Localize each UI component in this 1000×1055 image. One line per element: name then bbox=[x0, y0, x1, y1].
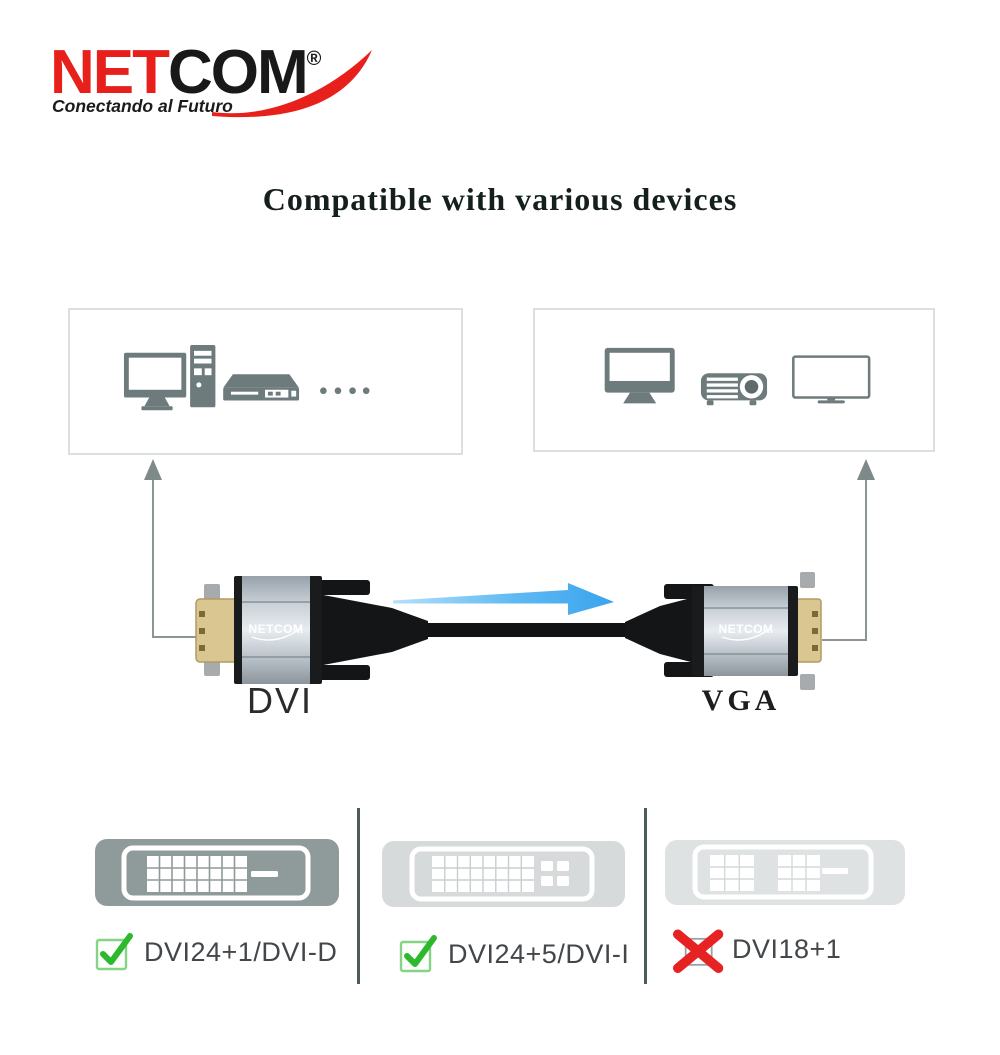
brand-wordmark-net: NET bbox=[50, 38, 170, 107]
arrow-to-source-panel-icon bbox=[144, 459, 197, 638]
svg-text:NETCOM: NETCOM bbox=[719, 622, 774, 636]
divider bbox=[357, 808, 360, 984]
dvd-player-icon bbox=[223, 374, 300, 401]
monitor-icon bbox=[604, 347, 675, 404]
compat-label: DVI18+1 bbox=[732, 933, 842, 964]
arrow-to-display-panel-icon bbox=[822, 459, 875, 641]
compat-item-dvi-18-1: DVI18+1 bbox=[668, 925, 842, 974]
source-devices-panel bbox=[68, 308, 463, 455]
signal-direction-arrow-icon bbox=[393, 583, 614, 615]
check-icon bbox=[399, 935, 437, 973]
brand-wordmark-com: COM bbox=[168, 38, 309, 107]
compat-item-dvi-d: DVI24+1/DVI-D bbox=[92, 928, 337, 976]
netcom-logo: NETCOM® Conectando al Futuro bbox=[50, 28, 380, 123]
connector-diagram-dvi-i bbox=[382, 841, 625, 907]
connector-diagram-dvi-d bbox=[95, 839, 339, 906]
brand-wordmark: NETCOM® bbox=[50, 28, 321, 104]
dvi-connector-brand-logo: NETCOM bbox=[249, 622, 304, 641]
svg-text:NETCOM: NETCOM bbox=[249, 622, 304, 636]
cross-icon bbox=[672, 929, 724, 974]
display-devices-icons bbox=[604, 347, 871, 406]
brand-swoosh-icon bbox=[212, 50, 372, 118]
projector-icon bbox=[700, 373, 768, 406]
compat-label: DVI24+5/DVI-I bbox=[448, 938, 630, 969]
dvi-label: DVI bbox=[246, 680, 313, 721]
connector-diagram-dvi-18-1 bbox=[665, 840, 905, 905]
cable-wire bbox=[355, 623, 675, 637]
brand-tagline: Conectando al Futuro bbox=[52, 96, 233, 116]
vga-connector: NETCOM bbox=[625, 572, 822, 690]
dvi-connector: NETCOM bbox=[195, 576, 428, 684]
desktop-computer-icon bbox=[123, 345, 216, 411]
compatibility-cards bbox=[95, 808, 905, 984]
compat-item-dvi-i: DVI24+5/DVI-I bbox=[396, 930, 629, 978]
source-devices-icons bbox=[123, 345, 370, 411]
check-icon bbox=[95, 933, 133, 971]
vga-connector-brand-logo: NETCOM bbox=[719, 622, 774, 641]
compat-label: DVI24+1/DVI-D bbox=[144, 936, 338, 967]
more-devices-dots-icon bbox=[320, 387, 370, 395]
display-devices-panel bbox=[533, 308, 935, 452]
tv-icon bbox=[792, 355, 871, 404]
registered-trademark: ® bbox=[306, 48, 322, 70]
vga-label: VGA bbox=[701, 684, 781, 717]
page-title: Compatible with various devices bbox=[262, 181, 738, 218]
divider bbox=[644, 808, 647, 984]
cable-scene: NETCOM NETCOM bbox=[144, 459, 875, 690]
